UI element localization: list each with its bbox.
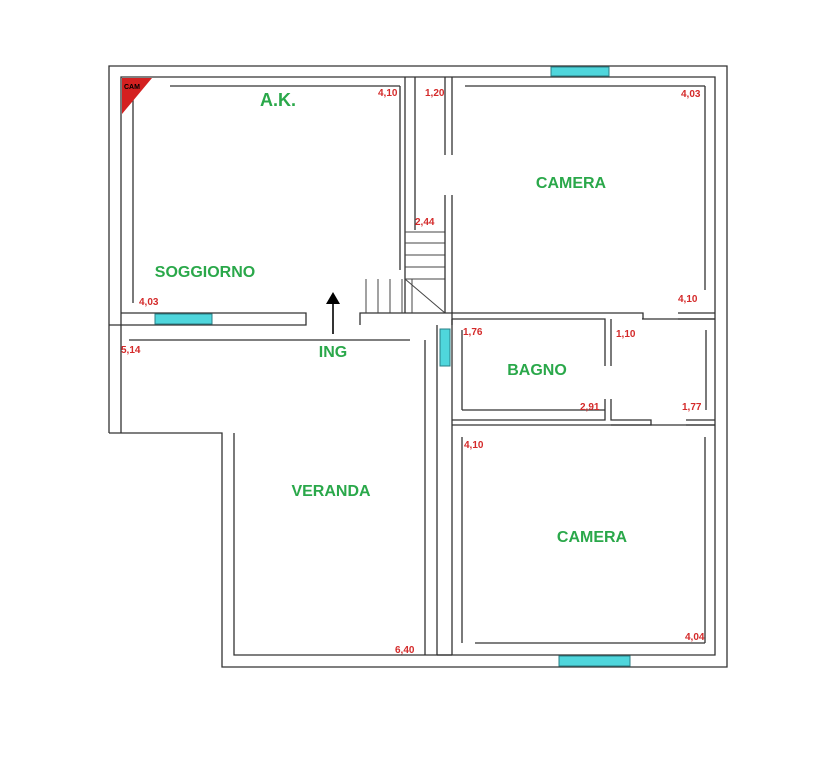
outer-walls: [108, 65, 728, 668]
dim-camera-bottom-depth: 4,10: [464, 440, 484, 451]
veranda-walls: [129, 325, 452, 656]
dim-soggiorno-width: 4,03: [139, 297, 159, 308]
room-label-ingresso: ING: [319, 344, 347, 361]
window-soggiorno: [154, 313, 213, 325]
room-label-camera-top: CAMERA: [536, 175, 607, 192]
staircase: [365, 77, 453, 314]
dim-bagno-depth: 1,76: [463, 327, 483, 338]
dim-stair-width: 1,20: [425, 88, 445, 99]
cam-marker-label: CAM: [124, 84, 140, 91]
cam-marker-triangle: [122, 78, 152, 114]
room-label-ak: A.K.: [260, 90, 296, 110]
dim-camera-bottom-width: 4,04: [685, 632, 705, 643]
dim-disimpegno-width: 1,10: [616, 329, 636, 340]
soggiorno-walls: [109, 77, 453, 326]
room-label-bagno: BAGNO: [507, 362, 567, 379]
room-label-soggiorno: SOGGIORNO: [155, 264, 255, 281]
room-label-veranda: VERANDA: [291, 483, 371, 500]
dim-stair-length: 2,44: [415, 217, 435, 228]
window-veranda: [439, 328, 451, 367]
window-camera-bottom: [558, 655, 631, 667]
window-camera-top: [550, 66, 610, 77]
dim-veranda-depth: 6,40: [395, 645, 415, 656]
dim-camera-top-width: 4,03: [681, 89, 701, 100]
dim-camera-top-depth: 4,10: [678, 294, 698, 305]
camera-top-walls: [452, 85, 715, 320]
bagno-walls: [451, 318, 715, 655]
camera-bottom-walls: [452, 424, 715, 644]
dim-ak-width: 4,10: [378, 88, 398, 99]
entrance-arrow-icon: [326, 292, 340, 334]
dim-bagno-width: 2,91: [580, 402, 600, 413]
dim-disimpegno-depth: 1,77: [682, 402, 702, 413]
room-label-camera-bottom: CAMERA: [557, 529, 628, 546]
dim-veranda-width: 5,14: [121, 345, 141, 356]
